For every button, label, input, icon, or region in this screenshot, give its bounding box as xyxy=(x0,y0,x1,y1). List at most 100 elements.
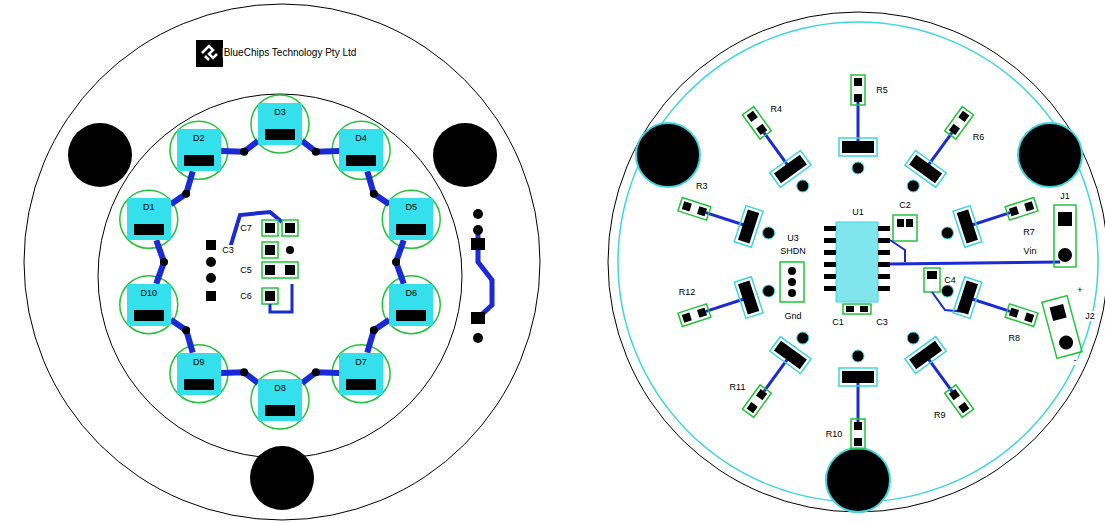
silkscreen-label: R12 xyxy=(678,287,697,297)
board-outline xyxy=(24,4,540,520)
via xyxy=(240,148,248,156)
part-label: D2 xyxy=(177,129,221,143)
led-pad: D4 xyxy=(339,129,383,171)
silkscreen-label: R9 xyxy=(933,410,947,420)
led-pad-bar xyxy=(265,405,295,416)
silkscreen-label: J2 xyxy=(1084,311,1096,321)
silkscreen-label: U1 xyxy=(851,207,865,217)
silkscreen-label: C2 xyxy=(898,200,912,210)
via xyxy=(370,326,378,334)
company-name: BlueChips Technology Pty Ltd xyxy=(223,48,358,58)
led-outline xyxy=(332,121,390,179)
led-outline xyxy=(382,190,440,248)
silkscreen-label: - xyxy=(1073,355,1078,365)
logo-mark xyxy=(196,40,223,67)
board-inner-outline xyxy=(98,94,462,458)
part-label: D8 xyxy=(258,379,302,393)
resistor-footprint xyxy=(742,332,811,417)
silkscreen-label: Vin xyxy=(1023,246,1038,256)
silkscreen-label: C1 xyxy=(831,317,845,327)
part-label: D7 xyxy=(339,353,383,367)
silkscreen-label: R3 xyxy=(695,181,709,191)
silkscreen-label: R11 xyxy=(729,382,747,392)
via xyxy=(370,190,378,198)
led-pad: D1 xyxy=(127,198,171,240)
copper-trace xyxy=(367,320,389,353)
resistor-footprint xyxy=(905,332,974,417)
via xyxy=(182,190,190,198)
keepout-outline xyxy=(618,22,1098,502)
part-label: D4 xyxy=(339,129,383,143)
resistor-footprint xyxy=(941,198,1038,248)
via xyxy=(392,258,400,266)
silkscreen-label: R8 xyxy=(1007,333,1021,343)
mounting-hole xyxy=(636,123,700,187)
silkscreen-label: SHDN xyxy=(779,246,807,256)
led-outline xyxy=(120,276,178,334)
led-outline xyxy=(170,345,228,403)
silkscreen-label: + xyxy=(1076,285,1083,295)
mounting-hole xyxy=(826,448,890,512)
copper-trace xyxy=(221,372,258,383)
resistor-footprint xyxy=(678,277,775,327)
led-pad: D9 xyxy=(177,353,221,395)
copper-trace xyxy=(302,372,339,383)
led-pad-bar xyxy=(396,310,426,321)
copper-trace xyxy=(221,141,258,152)
led-pad-bar xyxy=(184,379,214,390)
led-outline xyxy=(251,371,309,429)
copper-trace xyxy=(171,320,193,353)
led-pad: D8 xyxy=(258,379,302,421)
part-label: D10 xyxy=(127,284,171,298)
board-outline xyxy=(608,12,1105,512)
part-label: D6 xyxy=(389,284,433,298)
led-pad-bar xyxy=(346,379,376,390)
resistor-footprint xyxy=(839,350,877,449)
resistor-footprint xyxy=(678,198,775,248)
mounting-hole xyxy=(1018,123,1082,187)
led-outline xyxy=(170,121,228,179)
resistor-footprint xyxy=(905,107,974,192)
led-pad-bar xyxy=(184,155,214,166)
resistor-footprint xyxy=(839,75,877,174)
part-label: D1 xyxy=(127,198,171,212)
led-outline xyxy=(382,276,440,334)
part-label: D3 xyxy=(258,103,302,117)
led-pad-bar xyxy=(134,310,164,321)
via xyxy=(312,148,320,156)
mounting-hole xyxy=(433,123,497,187)
via xyxy=(182,326,190,334)
edge-trace xyxy=(471,209,492,343)
silkscreen-label: C5 xyxy=(239,265,253,275)
led-outline xyxy=(332,345,390,403)
silkscreen-label: R10 xyxy=(825,429,844,439)
silkscreen-label: R7 xyxy=(1022,227,1036,237)
led-outline xyxy=(251,95,309,153)
generated-footprints xyxy=(120,75,1038,449)
led-pad: D7 xyxy=(339,353,383,395)
copper-trace xyxy=(302,141,339,152)
led-pad: D10 xyxy=(127,284,171,326)
copper-trace xyxy=(367,171,389,204)
part-label: D9 xyxy=(177,353,221,367)
part-label: D5 xyxy=(389,198,433,212)
led-pad: D2 xyxy=(177,129,221,171)
silkscreen-label: J1 xyxy=(1059,191,1071,201)
logo-glyph xyxy=(202,46,217,60)
mounting-hole xyxy=(250,446,314,510)
center-components xyxy=(206,212,298,312)
mounting-hole xyxy=(68,123,132,187)
silkscreen-label: C3 xyxy=(221,245,235,255)
resistor-footprint xyxy=(742,107,811,192)
via xyxy=(160,258,168,266)
silkscreen-label: R6 xyxy=(972,132,986,142)
ic-u1 xyxy=(780,205,1082,358)
led-pad-bar xyxy=(346,155,376,166)
led-pad-bar xyxy=(134,224,164,235)
copper-trace xyxy=(171,171,193,204)
silkscreen-label: C4 xyxy=(943,275,957,285)
led-pad: D6 xyxy=(389,284,433,326)
silkscreen-label: C3 xyxy=(875,317,889,327)
